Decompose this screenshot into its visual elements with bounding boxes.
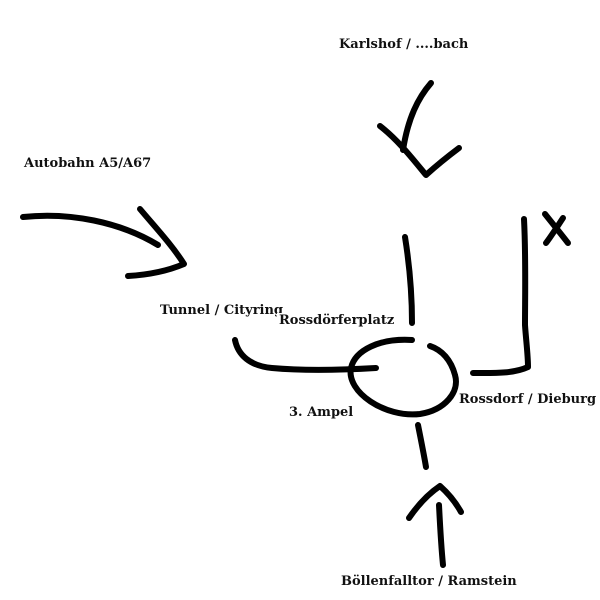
karlshof-arrow-shaft <box>400 80 434 153</box>
boellenfalltor-arrow-shaft <box>436 502 446 568</box>
label-boellenfalltor-ramstein: Böllenfalltor / Ramstein <box>341 574 517 589</box>
tunnel-road <box>232 337 379 373</box>
east-north-road <box>470 216 531 377</box>
label-3-ampel: 3. Ampel <box>289 405 354 420</box>
autobahn-arrow-head <box>125 206 187 279</box>
x-mark-icon <box>542 211 571 246</box>
label-karlshof: Karlshof / ....bach <box>339 37 469 52</box>
label-tunnel-cityring: Tunnel / Cityring <box>160 303 284 318</box>
boellenfalltor-arrow-head <box>406 483 464 521</box>
label-rossdoerferplatz: Rossdörferplatz <box>277 313 397 328</box>
autobahn-arrow-shaft <box>20 212 161 248</box>
north-road <box>402 234 415 326</box>
roundabout <box>347 336 459 418</box>
south-road <box>415 422 429 470</box>
karlshof-arrow-head <box>377 123 462 178</box>
label-rossdorf-dieburg: Rossdorf / Dieburg <box>459 392 597 407</box>
label-autobahn: Autobahn A5/A67 <box>24 156 152 171</box>
